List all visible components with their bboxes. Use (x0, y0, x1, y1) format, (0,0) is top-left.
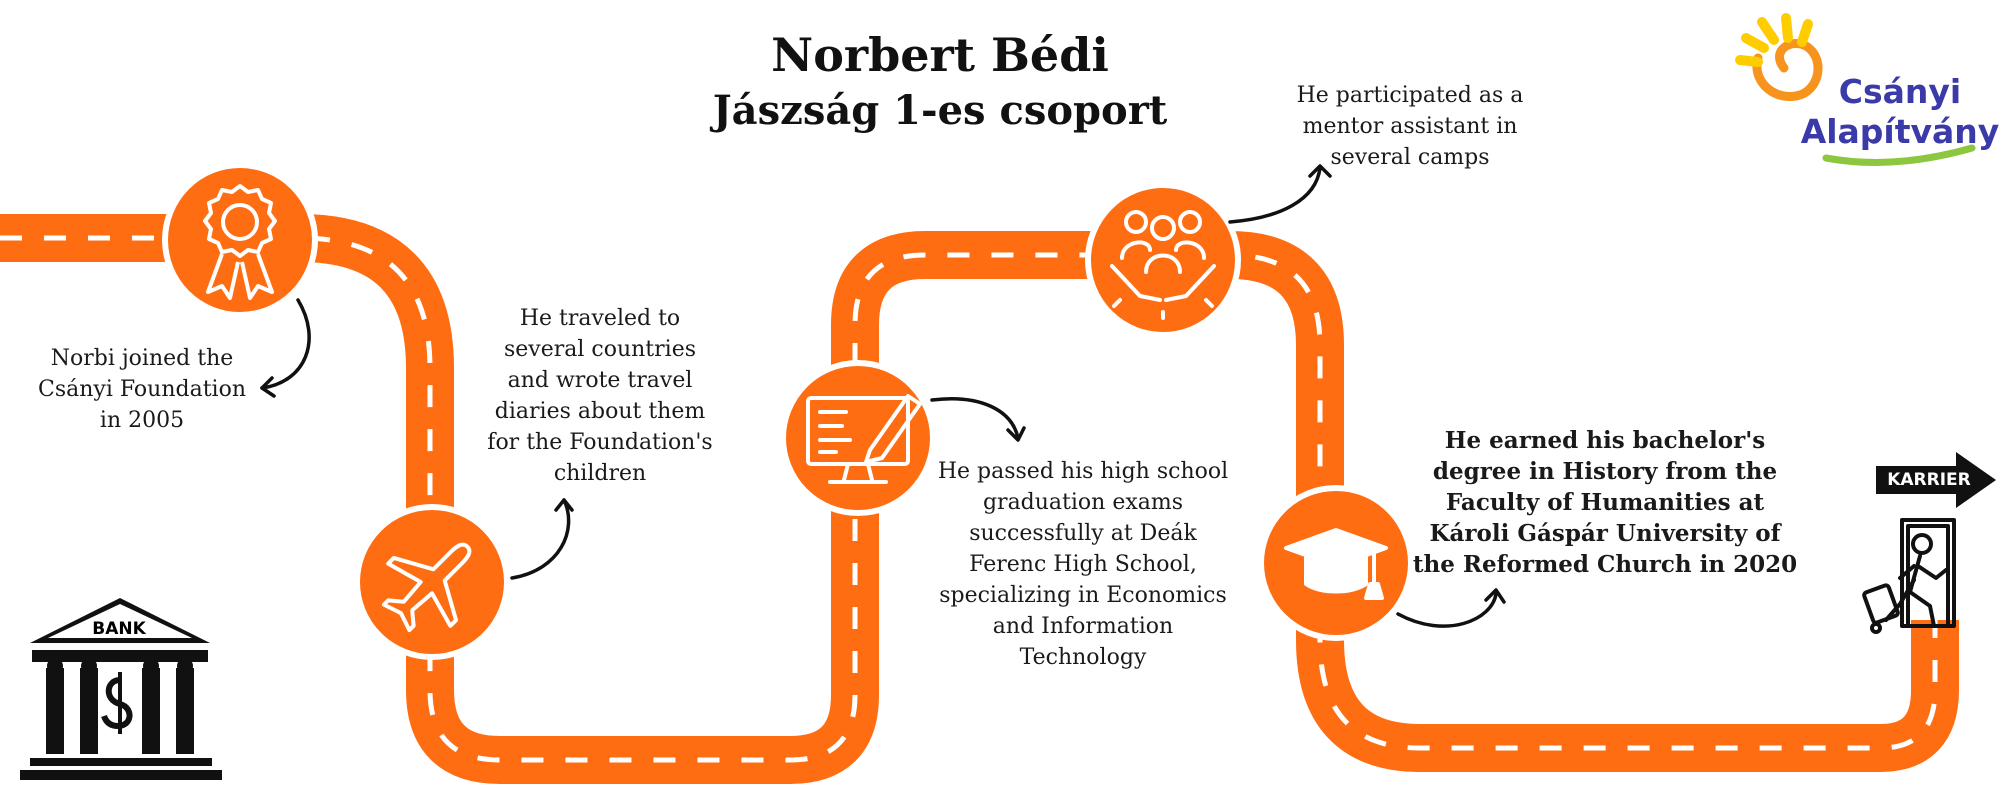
page-title: Norbert Bédi (771, 28, 1109, 82)
sun-spiral-logo-icon (1735, 13, 1976, 167)
computer-pencil-icon (806, 394, 922, 484)
graduation-cap-icon (1284, 528, 1388, 600)
milestone-caption-1: Norbi joined the Csányi Foundation in 20… (37, 346, 246, 433)
milestone-circle-2 (354, 504, 510, 660)
arrow-2 (510, 498, 571, 580)
arrow-5 (1396, 592, 1498, 628)
milestone-circle-3 (780, 360, 936, 516)
milestone-caption-5: He earned his bachelor's degree in Histo… (1412, 427, 1798, 578)
arrow-1 (260, 298, 311, 390)
milestone-caption-3: He passed his high school graduation exa… (937, 459, 1229, 670)
airplane-icon (381, 542, 472, 633)
bank-building-icon (20, 598, 222, 780)
road (0, 214, 1959, 784)
logo-line-1: Csányi (1838, 72, 1962, 111)
karrier-label: KARRIER (1887, 470, 1971, 490)
milestone-caption-4: He participated as a mentor assistant in… (1296, 83, 1524, 170)
award-ribbon-icon (203, 184, 277, 300)
karrier-arrow-sign (1876, 452, 1996, 508)
community-hands-icon (1110, 210, 1216, 320)
arrow-3 (930, 397, 1020, 440)
logo-wordmark: Csányi Alapítvány (1800, 72, 2000, 152)
logo-line-2: Alapítvány (1800, 112, 2000, 151)
exit-door-traveler-icon (1862, 518, 1956, 634)
bank-label: BANK (92, 619, 146, 639)
arrow-4 (1228, 166, 1322, 224)
caption-arrows (260, 164, 1506, 628)
page-subtitle: Jászság 1-es csoport (712, 87, 1168, 134)
milestone-caption-2: He traveled to several countries and wro… (487, 306, 713, 486)
